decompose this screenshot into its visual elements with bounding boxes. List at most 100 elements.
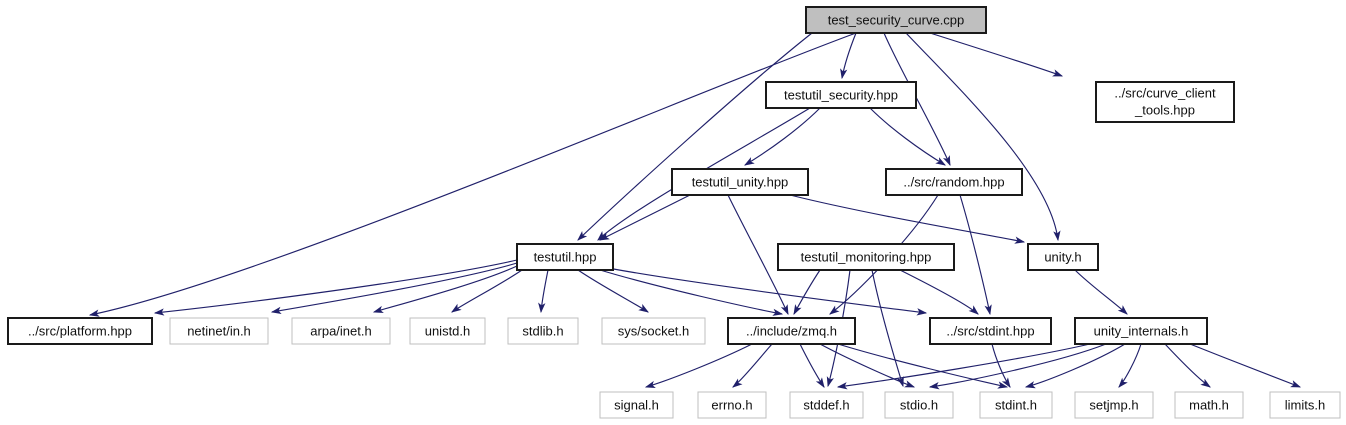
node-zmq[interactable]: ../include/zmq.h bbox=[727, 317, 856, 345]
node-tmon[interactable]: testutil_monitoring.hpp bbox=[777, 243, 955, 271]
node-box-stddef[interactable] bbox=[789, 391, 864, 419]
node-box-math[interactable] bbox=[1174, 391, 1244, 419]
edge-testutil-to-platform bbox=[153, 259, 518, 316]
node-box-arpa[interactable] bbox=[291, 317, 391, 345]
node-label-arpa: arpa/inet.h bbox=[310, 323, 371, 338]
node-label-root: test_security_curve.cpp bbox=[828, 12, 965, 27]
node-syssocket[interactable]: sys/socket.h bbox=[601, 317, 706, 345]
node-stdio[interactable]: stdio.h bbox=[884, 391, 954, 419]
node-box-netinet[interactable] bbox=[169, 317, 269, 345]
node-label-limits: limits.h bbox=[1285, 397, 1325, 412]
node-label-syssocket: sys/socket.h bbox=[618, 323, 690, 338]
node-label-netinet: netinet/in.h bbox=[187, 323, 251, 338]
node-label-platform: ../src/platform.hpp bbox=[28, 323, 132, 338]
edge-testutil-to-unistd bbox=[451, 269, 523, 313]
node-label-testutil: testutil.hpp bbox=[534, 249, 597, 264]
node-box-unity[interactable] bbox=[1027, 243, 1099, 271]
edge-unityint-to-limits bbox=[1189, 343, 1302, 388]
node-box-unityint[interactable] bbox=[1074, 317, 1208, 345]
node-tsec[interactable]: testutil_security.hpp bbox=[765, 81, 917, 109]
node-unity[interactable]: unity.h bbox=[1027, 243, 1099, 271]
node-box-tmon[interactable] bbox=[777, 243, 955, 271]
edge-tsec-to-tunity bbox=[744, 107, 821, 166]
edge-testutil-to-zmq bbox=[599, 269, 784, 316]
edge-testutil-to-stdlib bbox=[538, 269, 549, 314]
edge-root-to-tsec bbox=[840, 32, 857, 80]
node-box-limits[interactable] bbox=[1269, 391, 1341, 419]
edge-tunity-to-testutil bbox=[598, 194, 691, 241]
node-box-random[interactable] bbox=[885, 168, 1023, 196]
node-math[interactable]: math.h bbox=[1174, 391, 1244, 419]
edge-testutil-to-syssocket bbox=[577, 269, 649, 313]
edge-root-to-unity bbox=[905, 32, 1061, 242]
node-box-signal[interactable] bbox=[599, 391, 674, 419]
node-stdint[interactable]: stdint.h bbox=[979, 391, 1053, 419]
node-label-unityint: unity_internals.h bbox=[1094, 323, 1189, 338]
edge-unityint-to-math bbox=[1164, 343, 1211, 388]
edge-root-to-curve bbox=[929, 32, 1064, 77]
node-curve[interactable]: ../src/curve_client _tools.hpp bbox=[1095, 81, 1235, 123]
node-arpa[interactable]: arpa/inet.h bbox=[291, 317, 391, 345]
node-box-setjmp[interactable] bbox=[1074, 391, 1154, 419]
node-label-setjmp: setjmp.h bbox=[1089, 397, 1138, 412]
node-tunity[interactable]: testutil_unity.hpp bbox=[671, 168, 809, 196]
node-label-unity: unity.h bbox=[1044, 249, 1081, 264]
node-box-stdio[interactable] bbox=[884, 391, 954, 419]
node-random[interactable]: ../src/random.hpp bbox=[885, 168, 1023, 196]
node-box-curve[interactable] bbox=[1095, 81, 1235, 123]
edge-tunity-to-zmq bbox=[727, 194, 789, 316]
node-box-tsec[interactable] bbox=[765, 81, 917, 109]
edge-unityint-to-stdint bbox=[1024, 343, 1126, 389]
node-netinet[interactable]: netinet/in.h bbox=[169, 317, 269, 345]
node-label-curve-line1: ../src/curve_client bbox=[1114, 85, 1216, 100]
node-testutil[interactable]: testutil.hpp bbox=[516, 243, 614, 271]
edge-zmq-to-signal bbox=[644, 343, 753, 388]
node-box-stdlib[interactable] bbox=[507, 317, 579, 345]
node-box-testutil[interactable] bbox=[516, 243, 614, 271]
node-label-tunity: testutil_unity.hpp bbox=[692, 174, 789, 189]
node-unityint[interactable]: unity_internals.h bbox=[1074, 317, 1208, 345]
edge-unityint-to-stdio bbox=[928, 343, 1107, 390]
node-box-errno[interactable] bbox=[697, 391, 767, 419]
node-box-unistd[interactable] bbox=[409, 317, 486, 345]
node-label-stdint: stdint.h bbox=[995, 397, 1037, 412]
node-errno[interactable]: errno.h bbox=[697, 391, 767, 419]
edge-random-to-stdinthpp bbox=[959, 194, 992, 316]
edge-zmq-to-errno bbox=[732, 343, 773, 388]
node-label-math: math.h bbox=[1189, 397, 1229, 412]
node-box-root[interactable] bbox=[805, 6, 987, 34]
node-stdinthpp[interactable]: ../src/stdint.hpp bbox=[929, 317, 1052, 345]
node-label-errno: errno.h bbox=[711, 397, 752, 412]
node-setjmp[interactable]: setjmp.h bbox=[1074, 391, 1154, 419]
node-limits[interactable]: limits.h bbox=[1269, 391, 1341, 419]
edge-unity-to-unityint bbox=[1074, 269, 1128, 315]
node-box-tunity[interactable] bbox=[671, 168, 809, 196]
edge-stdinthpp-to-stdint bbox=[991, 343, 1011, 388]
node-box-zmq[interactable] bbox=[727, 317, 856, 345]
node-label-unistd: unistd.h bbox=[425, 323, 471, 338]
node-label-tsec: testutil_security.hpp bbox=[784, 87, 898, 102]
node-label-signal: signal.h bbox=[614, 397, 659, 412]
node-box-stdinthpp[interactable] bbox=[929, 317, 1052, 345]
node-label-curve-line2: _tools.hpp bbox=[1134, 102, 1195, 117]
node-unistd[interactable]: unistd.h bbox=[409, 317, 486, 345]
node-stddef[interactable]: stddef.h bbox=[789, 391, 864, 419]
node-box-stdint[interactable] bbox=[979, 391, 1053, 419]
node-box-platform[interactable] bbox=[7, 317, 153, 345]
edge-unityint-to-stddef bbox=[836, 343, 1091, 390]
node-label-zmq: ../include/zmq.h bbox=[746, 323, 837, 338]
node-label-stdinthpp: ../src/stdint.hpp bbox=[946, 323, 1034, 338]
edge-zmq-to-stdio bbox=[819, 343, 916, 388]
node-platform[interactable]: ../src/platform.hpp bbox=[7, 317, 153, 345]
node-stdlib[interactable]: stdlib.h bbox=[507, 317, 579, 345]
edge-testutil-to-netinet bbox=[270, 262, 518, 315]
node-root[interactable]: test_security_curve.cpp bbox=[805, 6, 987, 34]
edge-zmq-to-stdint bbox=[837, 343, 1009, 389]
edge-tsec-to-random bbox=[869, 107, 946, 166]
node-label-stddef: stddef.h bbox=[803, 397, 849, 412]
node-label-stdlib: stdlib.h bbox=[522, 323, 563, 338]
node-label-random: ../src/random.hpp bbox=[903, 174, 1004, 189]
node-box-syssocket[interactable] bbox=[601, 317, 706, 345]
node-signal[interactable]: signal.h bbox=[599, 391, 674, 419]
